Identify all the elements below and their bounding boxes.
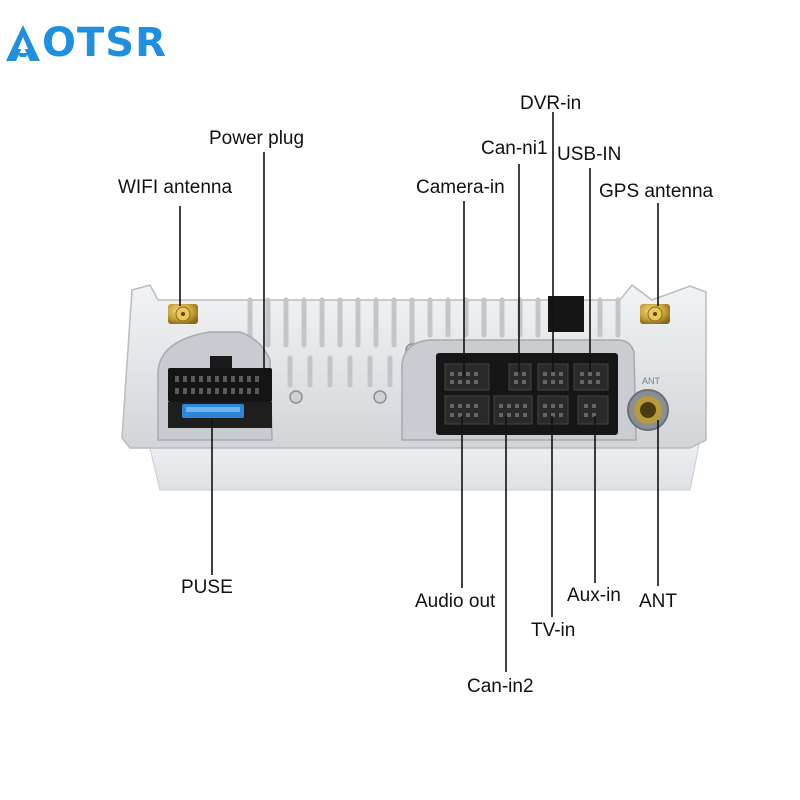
label-can-ni1: Can-ni1 xyxy=(481,138,548,159)
power-plug-connector xyxy=(168,356,272,428)
usb-port-block xyxy=(548,296,584,332)
label-gps-antenna: GPS antenna xyxy=(599,181,714,202)
label-wifi-antenna: WIFI antenna xyxy=(118,177,233,198)
label-aux-in: Aux-in xyxy=(567,585,621,606)
gps-antenna-connector xyxy=(640,304,670,324)
label-usb-in: USB-IN xyxy=(557,144,622,165)
a-mountain-icon xyxy=(6,25,40,61)
leader-lines xyxy=(179,112,659,672)
brand-name: OTSR xyxy=(42,20,167,66)
ant-port-marking: ANT xyxy=(642,376,661,386)
label-audio-out: Audio out xyxy=(415,591,496,612)
brand-logo: OTSR xyxy=(4,18,167,68)
label-can-in2: Can-in2 xyxy=(467,676,534,697)
wifi-antenna-connector xyxy=(168,304,198,324)
label-power-plug: Power plug xyxy=(209,128,305,149)
label-camera-in: Camera-in xyxy=(416,177,505,198)
label-ant: ANT xyxy=(639,591,677,612)
label-puse: PUSE xyxy=(181,577,233,598)
cooling-fins xyxy=(247,297,621,388)
label-tv-in: TV-in xyxy=(531,620,576,641)
label-dvr-in: DVR-in xyxy=(520,93,582,114)
av-connector-block xyxy=(436,353,618,435)
